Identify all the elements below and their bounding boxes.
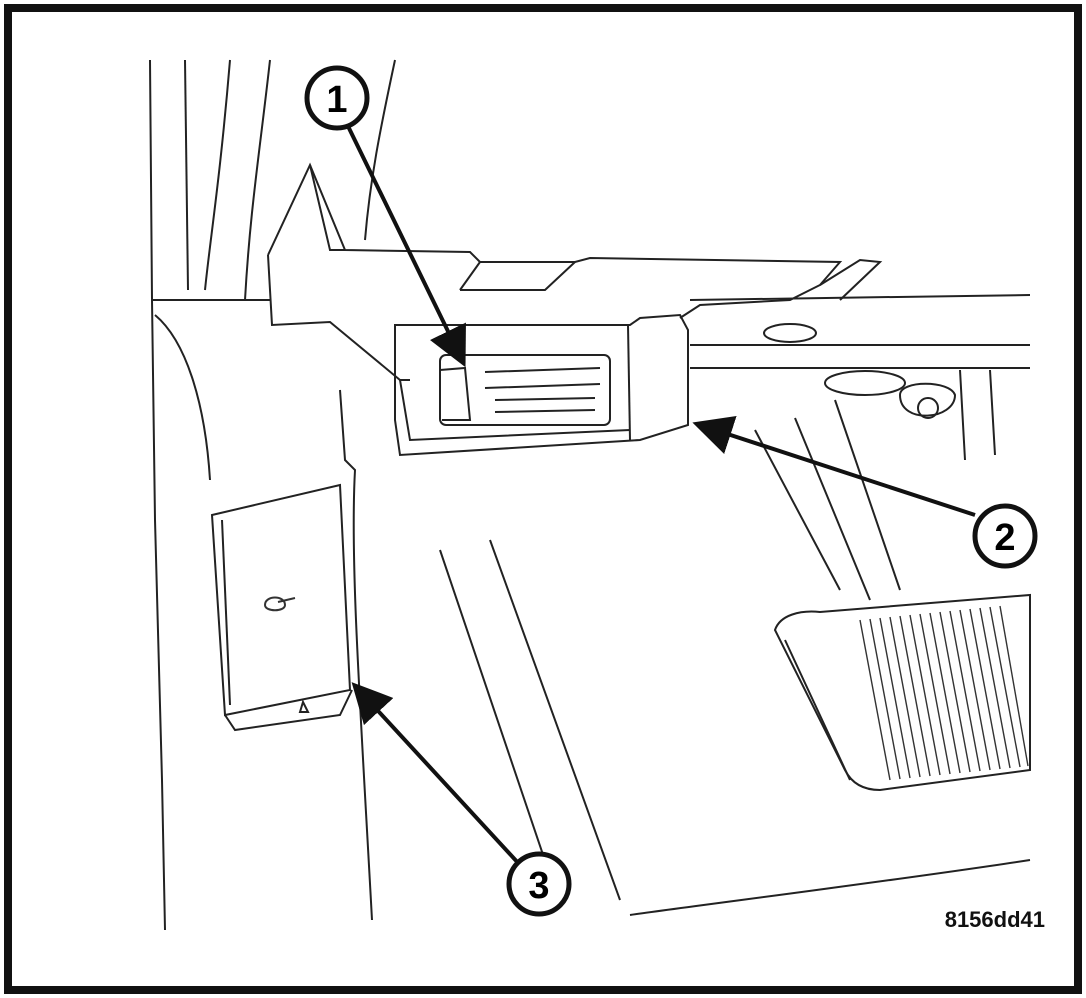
pedal-groove xyxy=(909,614,941,776)
cover-symbol-icon xyxy=(263,596,296,612)
access-cover-base xyxy=(224,689,353,732)
pedal-groove xyxy=(919,613,951,775)
connector-pins-upper xyxy=(484,367,601,389)
dash-panel-slot xyxy=(459,261,576,291)
leader-arrow-3 xyxy=(351,682,522,867)
dash-panel-outline xyxy=(267,162,843,319)
bracket-lip xyxy=(399,379,631,442)
dash-lower-line xyxy=(689,294,1031,301)
callout-2: 2 xyxy=(972,503,1038,569)
pedal-groove xyxy=(939,611,971,773)
pedal-groove xyxy=(949,610,981,772)
floor-line-2 xyxy=(489,539,621,901)
callout-circle xyxy=(506,851,572,917)
bracket-outline xyxy=(394,313,689,457)
bolt-head xyxy=(917,397,939,419)
pedal-arm-line-3 xyxy=(754,429,841,591)
oval-hole-2 xyxy=(824,370,906,396)
access-cover-outline xyxy=(210,483,352,717)
leader-arrow-1 xyxy=(343,119,466,368)
pedal-groove xyxy=(989,606,1021,768)
pedal-arm-line-2 xyxy=(834,399,901,591)
pedal-groove xyxy=(979,607,1011,769)
callout-number: 2 xyxy=(994,517,1015,559)
kick-panel-edge xyxy=(154,314,211,481)
kick-panel-inner xyxy=(339,389,373,921)
dash-vent xyxy=(819,258,883,301)
callout-3: 3 xyxy=(506,851,572,917)
pedal-groove xyxy=(899,615,931,777)
bracket-panel xyxy=(627,324,631,441)
left-trim-line-1 xyxy=(149,59,166,931)
callout-circle xyxy=(972,503,1038,569)
callout-circle xyxy=(304,65,370,131)
callout-1: 1 xyxy=(304,65,370,131)
left-trim-line-3 xyxy=(204,59,231,291)
access-cover-edge xyxy=(221,519,231,706)
pedal-groove xyxy=(999,605,1029,767)
cover-symbol-shape xyxy=(263,596,296,612)
connector-body xyxy=(439,354,611,426)
line-art xyxy=(149,59,1031,931)
dash-panel-fold xyxy=(309,164,345,251)
left-trim-line-4 xyxy=(244,59,271,301)
pedal-groove xyxy=(959,609,991,771)
figure-id: 8156dd41 xyxy=(945,907,1045,932)
access-cover-tab xyxy=(298,699,310,713)
figure-border xyxy=(4,4,1082,994)
pedal-groove xyxy=(869,618,901,780)
callout-number: 1 xyxy=(326,79,347,121)
bolt-boss xyxy=(898,382,957,417)
pedal-groove xyxy=(859,619,891,781)
floor-line-1 xyxy=(439,549,561,906)
pedal-pad-edge xyxy=(784,639,851,781)
floor-edge xyxy=(629,859,1031,916)
connector-latch xyxy=(439,366,472,421)
pedal-groove xyxy=(889,616,921,778)
left-trim-line-5 xyxy=(364,59,396,241)
pedal-arm-line-1 xyxy=(794,417,871,601)
pedal-groove xyxy=(929,612,961,774)
leader-arrow-2 xyxy=(692,415,976,517)
oval-hole-1 xyxy=(763,323,817,343)
pedal-grooves xyxy=(859,605,1029,781)
pedal-groove xyxy=(879,617,911,779)
callout-number: 3 xyxy=(528,865,549,907)
left-trim-line-2 xyxy=(184,59,189,291)
pedal-groove xyxy=(969,608,1001,770)
connector-pins-lower xyxy=(494,397,596,413)
structure-post xyxy=(959,369,996,461)
dash-panel-side xyxy=(267,254,410,381)
